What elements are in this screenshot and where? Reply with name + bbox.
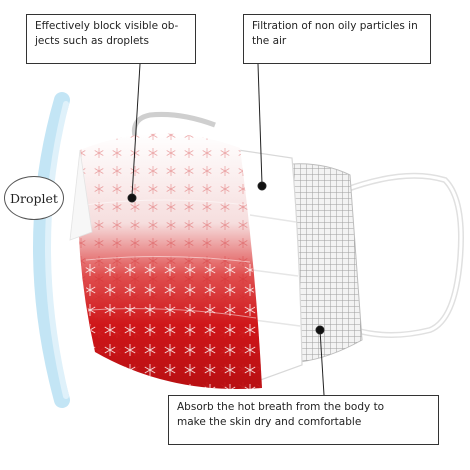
droplet-label: Droplet [4,176,64,220]
callout-text: Filtration of non oily particles in [252,20,418,32]
pointer-dot-outer [127,193,137,203]
callout-text: Effectively block visible ob- [35,20,179,32]
callout-text: jects such as droplets [35,35,150,47]
callout-text: the air [252,35,287,47]
pointer-dot-middle [257,181,267,191]
ear-loop-right [343,172,464,338]
callout-text: make the skin dry and comfortable [177,416,362,428]
droplet-barrier [33,92,70,408]
pointer-dot-filter [315,325,325,335]
callout-breath: Absorb the hot breath from the body to m… [168,395,439,445]
ear-loop-left [131,111,216,152]
callout-block-droplets: Effectively block visible ob- jects such… [26,14,196,64]
callout-text: Absorb the hot breath from the body to [177,401,385,413]
callout-filtration: Filtration of non oily particles in the … [243,14,431,64]
